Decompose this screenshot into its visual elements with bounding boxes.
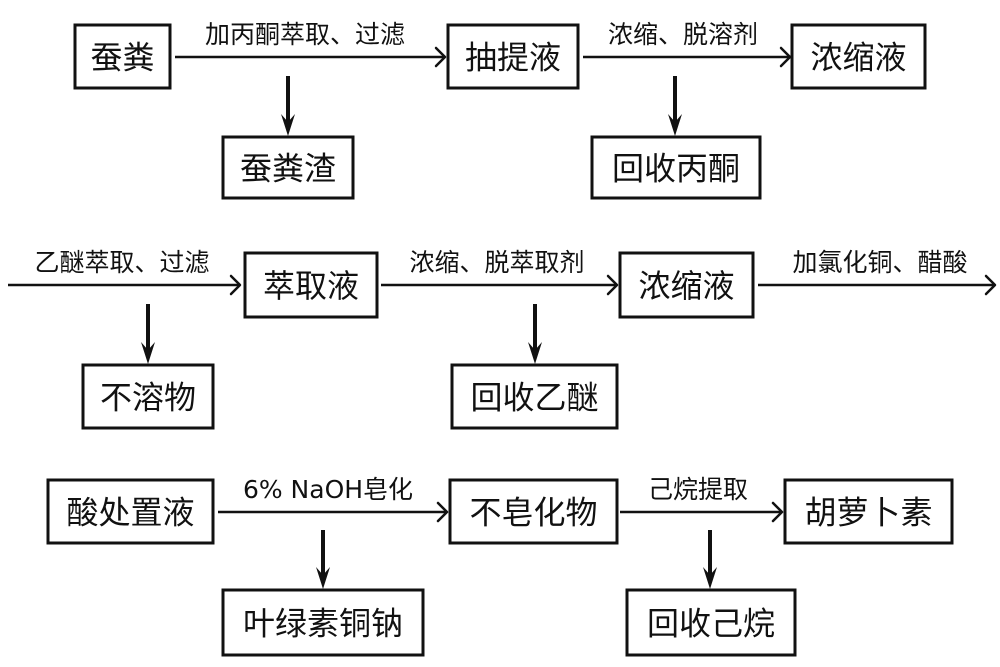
arrow-down-icon bbox=[668, 114, 682, 136]
node-unsaponifiable: 不皂化物 bbox=[469, 494, 597, 532]
arrow-head-icon bbox=[436, 501, 449, 523]
edge-label-add-cucl2-acetic: 加氯化铜、醋酸 bbox=[792, 248, 967, 277]
box-recovered-ether bbox=[450, 363, 619, 430]
box-carotene bbox=[783, 478, 954, 545]
arrow-head-icon bbox=[984, 274, 997, 296]
node-boxes bbox=[46, 23, 954, 657]
box-extract-liquid bbox=[446, 23, 580, 90]
node-carotene: 胡萝卜素 bbox=[804, 494, 932, 532]
node-recovered-ether: 回收乙醚 bbox=[470, 379, 598, 417]
node-extract-liquid: 抽提液 bbox=[465, 39, 561, 77]
node-insoluble: 不溶物 bbox=[100, 379, 196, 417]
arrow-head-icon bbox=[606, 274, 619, 296]
arrow-down-icon bbox=[141, 342, 155, 364]
box-silkworm-feces bbox=[73, 23, 172, 90]
box-unsaponifiable bbox=[448, 478, 619, 545]
box-concentrate-2 bbox=[618, 251, 755, 319]
node-ether-extract: 萃取液 bbox=[263, 267, 359, 305]
node-feces-residue: 蚕粪渣 bbox=[240, 150, 336, 188]
node-acid-treated: 酸处置液 bbox=[66, 494, 194, 532]
box-chlorophyllin bbox=[221, 588, 425, 657]
edge-label-naoh-saponify: 6% NaOH皂化 bbox=[243, 475, 413, 504]
edge-label-concentrate-remove-extractant: 浓缩、脱萃取剂 bbox=[409, 248, 584, 277]
node-recovered-acetone: 回收丙酮 bbox=[612, 150, 740, 188]
box-insoluble bbox=[81, 363, 215, 430]
box-feces-residue bbox=[221, 135, 355, 200]
arrow-head-icon bbox=[771, 501, 784, 523]
labels: 蚕粪 抽提液 浓缩液 蚕粪渣 回收丙酮 萃取液 不溶物 浓缩液 回收乙醚 酸处置… bbox=[34, 20, 967, 643]
edge-label-concentrate-desolvent: 浓缩、脱溶剂 bbox=[608, 20, 758, 49]
node-concentrate-1: 浓缩液 bbox=[810, 39, 906, 77]
edge-label-ether-extract-filter: 乙醚萃取、过滤 bbox=[34, 248, 209, 277]
node-silkworm-feces: 蚕粪 bbox=[90, 39, 154, 77]
box-ether-extract bbox=[243, 251, 379, 319]
arrow-down-icon bbox=[281, 114, 295, 136]
box-recovered-hexane bbox=[625, 588, 797, 657]
box-acid-treated bbox=[46, 478, 215, 545]
node-chlorophyllin: 叶绿素铜钠 bbox=[243, 605, 403, 643]
arrow-head-icon bbox=[779, 46, 792, 68]
flow-arrows bbox=[8, 46, 997, 589]
edge-label-acetone-extract: 加丙酮萃取、过滤 bbox=[205, 20, 405, 49]
arrow-head-icon bbox=[229, 274, 242, 296]
box-concentrate-1 bbox=[790, 23, 927, 90]
node-recovered-hexane: 回收己烷 bbox=[647, 605, 775, 643]
arrow-down-icon bbox=[316, 567, 330, 589]
arrow-down-icon bbox=[528, 342, 542, 364]
arrow-down-icon bbox=[703, 567, 717, 589]
arrow-head-icon bbox=[434, 46, 447, 68]
edge-label-hexane-extract: 己烷提取 bbox=[648, 475, 748, 504]
box-recovered-acetone bbox=[590, 135, 762, 200]
node-concentrate-2: 浓缩液 bbox=[638, 267, 734, 305]
